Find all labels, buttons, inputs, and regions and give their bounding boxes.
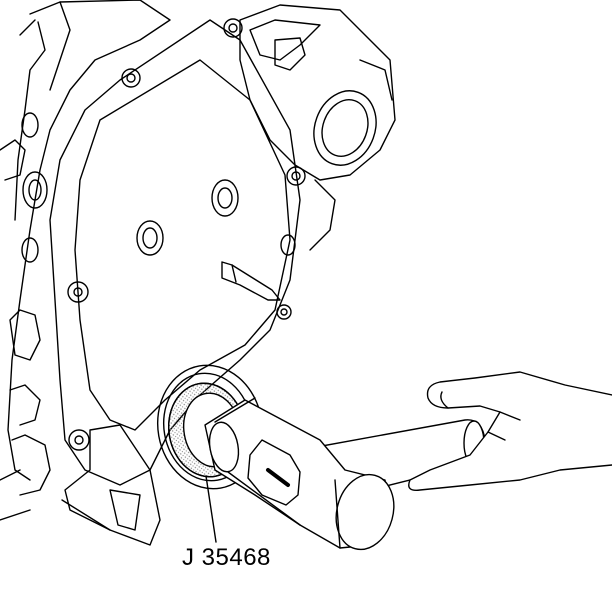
engine-block — [0, 0, 171, 521]
timing-pointer — [221, 261, 281, 301]
callout-leader — [205, 475, 217, 543]
cover-bolts — [67, 18, 306, 451]
seal-installer-tool — [204, 397, 486, 551]
lower-bracket — [61, 424, 161, 546]
hand — [408, 371, 612, 491]
front-cover — [49, 19, 301, 486]
tool-callout-label: J 35468 — [182, 544, 271, 571]
water-pump-housing — [239, 4, 396, 251]
